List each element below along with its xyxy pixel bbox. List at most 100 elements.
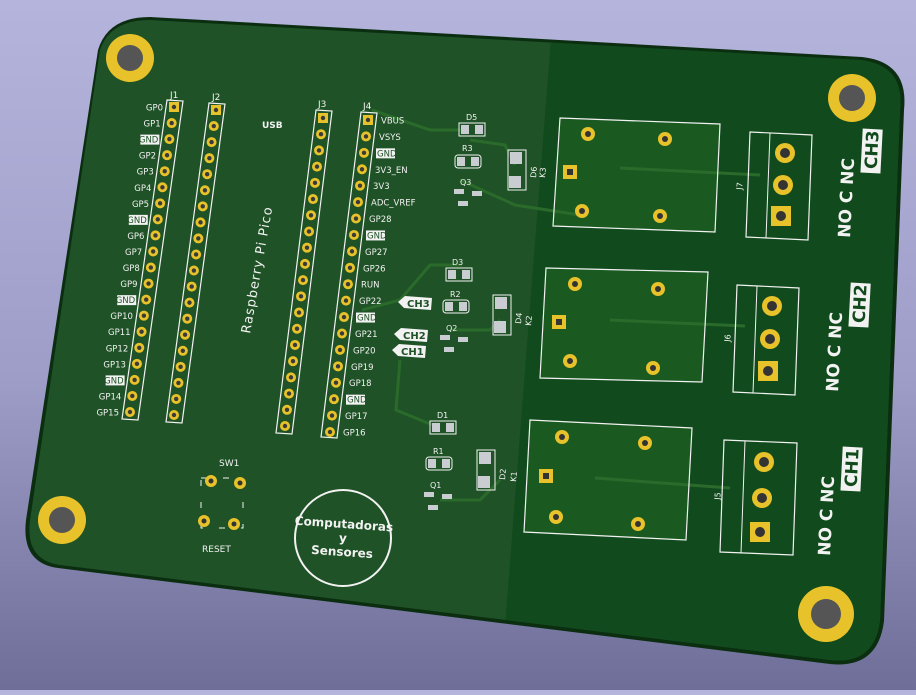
pin-label: VBUS	[381, 117, 404, 127]
pin-hole	[292, 342, 298, 348]
pin-hole	[312, 180, 318, 186]
smd-components: D5 R3 Q3 D6 K3 D3 R2 Q2	[424, 113, 548, 510]
pin-label: GP9	[120, 280, 137, 290]
pin-label: GND	[367, 231, 387, 241]
header-refs: J1 J2 J3 J4 USB	[169, 91, 372, 131]
reset-label: RESET	[202, 545, 231, 555]
pin-hole	[132, 377, 137, 383]
svg-text:Q1: Q1	[430, 481, 441, 490]
pin-hole	[198, 220, 203, 225]
pin-hole	[339, 331, 345, 336]
svg-text:CH2: CH2	[403, 331, 426, 342]
ch1-tag: CH1	[392, 344, 426, 358]
pin-hole	[200, 204, 205, 209]
pin-label: GP12	[106, 344, 129, 354]
gnd-label-bg	[128, 214, 148, 225]
pin-hole	[207, 155, 212, 161]
svg-text:J7: J7	[735, 182, 745, 191]
pin-label: GP3	[137, 168, 154, 178]
pin-hole	[148, 265, 154, 270]
pin-hole	[355, 199, 361, 205]
pin-hole	[333, 380, 339, 385]
pin-hole	[174, 396, 179, 402]
pin-hole	[318, 132, 324, 137]
svg-text:Q2: Q2	[446, 324, 457, 333]
logo-line2: y	[339, 531, 348, 546]
pin-hole	[202, 188, 208, 193]
pin-hole	[160, 185, 165, 190]
pin-hole	[141, 313, 147, 318]
pin-hole	[347, 265, 353, 270]
pin-label: GP20	[353, 346, 376, 356]
pin-hole	[329, 413, 335, 418]
pin-hole	[335, 364, 341, 369]
gnd-label-bg	[140, 134, 160, 145]
pin-hole	[284, 407, 290, 412]
relays	[523, 117, 721, 541]
j2-outline	[165, 102, 226, 424]
svg-text:R1: R1	[433, 447, 444, 456]
svg-text:D1: D1	[437, 411, 448, 420]
pin-label: GP2	[139, 152, 156, 162]
pin-label: GP17	[345, 412, 368, 422]
pin-label: GP27	[365, 248, 388, 258]
svg-text:J6: J6	[723, 334, 733, 343]
ch2-tag: CH2	[394, 328, 428, 342]
pin-label: GP14	[99, 392, 122, 402]
pin-label: RUN	[361, 281, 380, 291]
j1-outline	[121, 99, 184, 421]
pin-label: GP26	[363, 264, 386, 274]
terminal-blocks: J7 J6 J5	[713, 131, 813, 556]
pin-label: VSYS	[379, 133, 401, 143]
pin-label: GP5	[132, 200, 149, 210]
pin-label: GP1	[144, 120, 161, 130]
j3-label: J3	[317, 100, 326, 110]
pin-hole	[296, 310, 302, 315]
pin-hole	[314, 164, 320, 169]
pin-hole	[189, 284, 194, 289]
relay-k2	[539, 267, 709, 383]
ch3-name: CH3	[862, 130, 884, 170]
pin-hole	[211, 123, 216, 129]
svg-text:R2: R2	[450, 290, 461, 299]
pin-label: ADC_VREF	[371, 199, 416, 209]
gnd-label-bg	[356, 312, 375, 323]
r3: R3	[454, 144, 482, 169]
pin-hole	[343, 298, 349, 303]
relay-pour-3	[553, 118, 720, 232]
pin-label: GP11	[108, 328, 131, 338]
pin-hole	[144, 297, 149, 302]
ch2-terminals: NO C NC	[823, 312, 847, 393]
pin-hole	[209, 139, 214, 145]
traces	[361, 108, 761, 502]
pin-hole	[306, 229, 312, 234]
pin-label: GND	[357, 314, 377, 324]
pin-hole	[204, 172, 210, 177]
ch3-terminal-group: NO C NC CH3	[835, 128, 884, 238]
svg-text:CH1: CH1	[401, 347, 424, 358]
ch2-terminal-group: NO C NC CH2	[823, 282, 872, 393]
pin-hole	[150, 249, 156, 254]
pin-hole	[341, 314, 347, 320]
pin-label: GP21	[355, 330, 378, 340]
logo-line1: Computadoras	[294, 514, 393, 535]
j2-label: J2	[211, 93, 220, 103]
q1: Q1	[424, 481, 452, 510]
d4: D4	[492, 294, 524, 336]
pin-hole	[153, 233, 158, 238]
ch3-tag: CH3	[398, 296, 432, 310]
mounting-hole-tl	[106, 34, 154, 82]
pin-hole	[357, 183, 363, 188]
pin-hole	[320, 115, 326, 121]
pin-label: GP0	[146, 104, 163, 114]
pin-hole	[337, 347, 343, 353]
pin-label: GP8	[123, 264, 140, 274]
right-pin-labels: VBUSVSYSGND3V3_EN3V3ADC_VREFGP28GNDGP27G…	[343, 117, 416, 439]
pin-hole	[308, 213, 314, 218]
pin-hole	[193, 252, 199, 257]
q2: Q2	[440, 324, 468, 352]
pin-hole	[130, 393, 135, 399]
pin-label: GP7	[125, 248, 142, 258]
